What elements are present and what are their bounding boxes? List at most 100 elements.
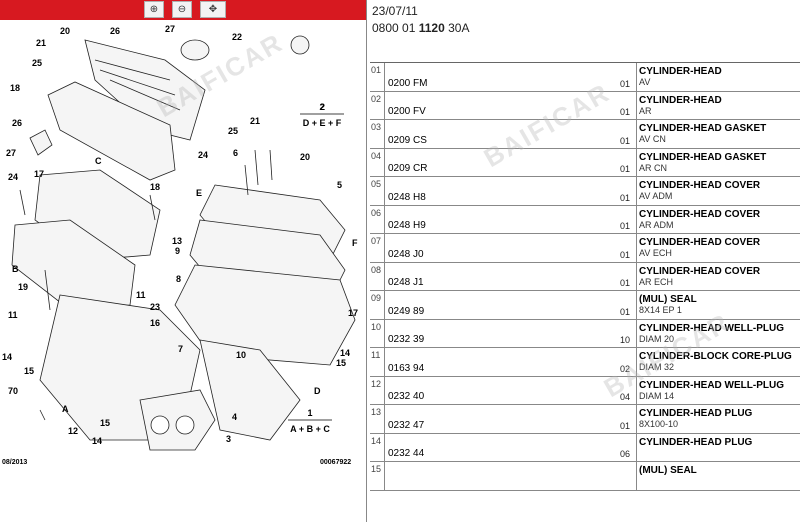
part-quantity: 01 <box>620 135 631 146</box>
callout: 26 <box>12 118 22 128</box>
diagram-date: 08/2013 <box>2 459 28 466</box>
part-detail: AV ADM <box>639 191 673 201</box>
row-index: 04 <box>371 150 382 161</box>
part-detail: AV ECH <box>639 248 672 258</box>
part-name: CYLINDER-HEAD WELL-PLUG <box>639 379 784 391</box>
callout: 25 <box>32 58 42 68</box>
assembly-formula-1: 1 A + B + C <box>288 408 332 434</box>
row-index: 09 <box>371 293 382 303</box>
part-reference[interactable]: 0209 CR <box>388 163 428 174</box>
part-detail: DIAM 32 <box>639 362 675 372</box>
part-name: CYLINDER-HEAD GASKET <box>639 123 767 134</box>
part-name: CYLINDER-HEAD PLUG <box>639 436 753 448</box>
part-quantity: 01 <box>620 164 631 174</box>
part-quantity: 10 <box>620 335 631 345</box>
part-name: CYLINDER-HEAD GASKET <box>639 151 767 163</box>
part-reference[interactable]: 0232 39 <box>388 334 425 345</box>
callout: 2 <box>320 102 325 112</box>
callout: 16 <box>150 318 160 328</box>
callout: 4 <box>232 412 237 422</box>
row-index-cell: 09 <box>370 291 385 319</box>
callout: 8 <box>176 274 181 284</box>
zoom-out-button[interactable]: ⊖ <box>172 1 192 18</box>
zoom-in-icon: ⊕ <box>149 4 159 15</box>
row-index-cell: 10 <box>370 319 385 347</box>
panel-divider <box>366 0 367 522</box>
callout: 10 <box>236 350 246 360</box>
callout: 22 <box>232 32 242 42</box>
part-reference[interactable]: 0248 J0 <box>388 248 424 260</box>
part-name: (MUL) SEAL <box>639 294 697 305</box>
part-detail: AR <box>639 105 652 116</box>
part-quantity: 01 <box>620 249 631 260</box>
part-reference[interactable]: 0200 FM <box>388 77 428 89</box>
part-reference[interactable]: 0163 94 <box>388 362 425 374</box>
part-name: CYLINDER-HEAD WELL-PLUG <box>639 322 784 334</box>
callout: 17 <box>348 308 358 318</box>
part-quantity: 06 <box>620 449 631 459</box>
part-name: CYLINDER-HEAD COVER <box>639 265 761 277</box>
part-reference[interactable]: 0232 40 <box>388 391 425 402</box>
row-index-cell: 05 <box>370 177 385 205</box>
part-reference[interactable]: 0209 CS <box>388 134 427 146</box>
assembly-formula-2: 2 D + E + F <box>300 102 344 128</box>
diagram-toolbar: ⊕ ⊖ ✥ <box>0 0 366 20</box>
zoom-pan-button[interactable]: ✥ <box>200 1 226 18</box>
part-reference[interactable]: 0232 44 <box>388 448 425 459</box>
callout: C <box>95 156 102 166</box>
header-code: 0800 01 1120 30A <box>372 21 469 35</box>
part-reference[interactable]: 0248 H8 <box>388 191 426 203</box>
table-row[interactable]: 14 0232 44 06 CYLINDER-HEAD PLUG <box>370 433 800 462</box>
row-index: 05 <box>371 179 382 189</box>
callout: B <box>12 264 19 274</box>
zoom-pan-icon: ✥ <box>208 4 218 15</box>
part-reference[interactable]: 0200 FV <box>388 106 426 117</box>
part-quantity: 01 <box>620 420 631 431</box>
callout: 7 <box>178 344 183 354</box>
part-reference[interactable]: 0232 47 <box>388 419 425 431</box>
part-detail: AR ECH <box>639 276 674 287</box>
part-reference[interactable]: 0248 H9 <box>388 220 426 231</box>
zoom-in-button[interactable]: ⊕ <box>144 1 164 18</box>
row-index-cell: 03 <box>370 120 385 148</box>
part-reference[interactable]: 0248 J1 <box>388 277 424 288</box>
formula-number: 2 <box>319 102 324 112</box>
row-index: 14 <box>371 435 382 446</box>
row-index-cell: 11 <box>370 348 385 376</box>
row-index: 10 <box>371 321 382 332</box>
callout: 23 <box>150 302 160 312</box>
part-quantity: 02 <box>620 363 631 374</box>
formula-text: A + B + C <box>290 424 330 434</box>
row-index: 15 <box>371 464 382 474</box>
callout: F <box>352 238 358 248</box>
row-index: 11 <box>371 350 381 360</box>
callout: 17 <box>34 169 44 179</box>
code-main: 1120 <box>418 21 445 35</box>
table-row[interactable]: 15(MUL) SEAL <box>370 462 800 491</box>
part-reference[interactable]: 0249 89 <box>388 305 425 317</box>
callout: 27 <box>165 24 175 34</box>
header-date: 23/07/11 <box>372 4 418 18</box>
callout: 15 <box>336 358 346 368</box>
callout: 24 <box>198 150 208 160</box>
row-index: 07 <box>371 236 382 246</box>
part-detail: AV CN <box>639 134 666 144</box>
